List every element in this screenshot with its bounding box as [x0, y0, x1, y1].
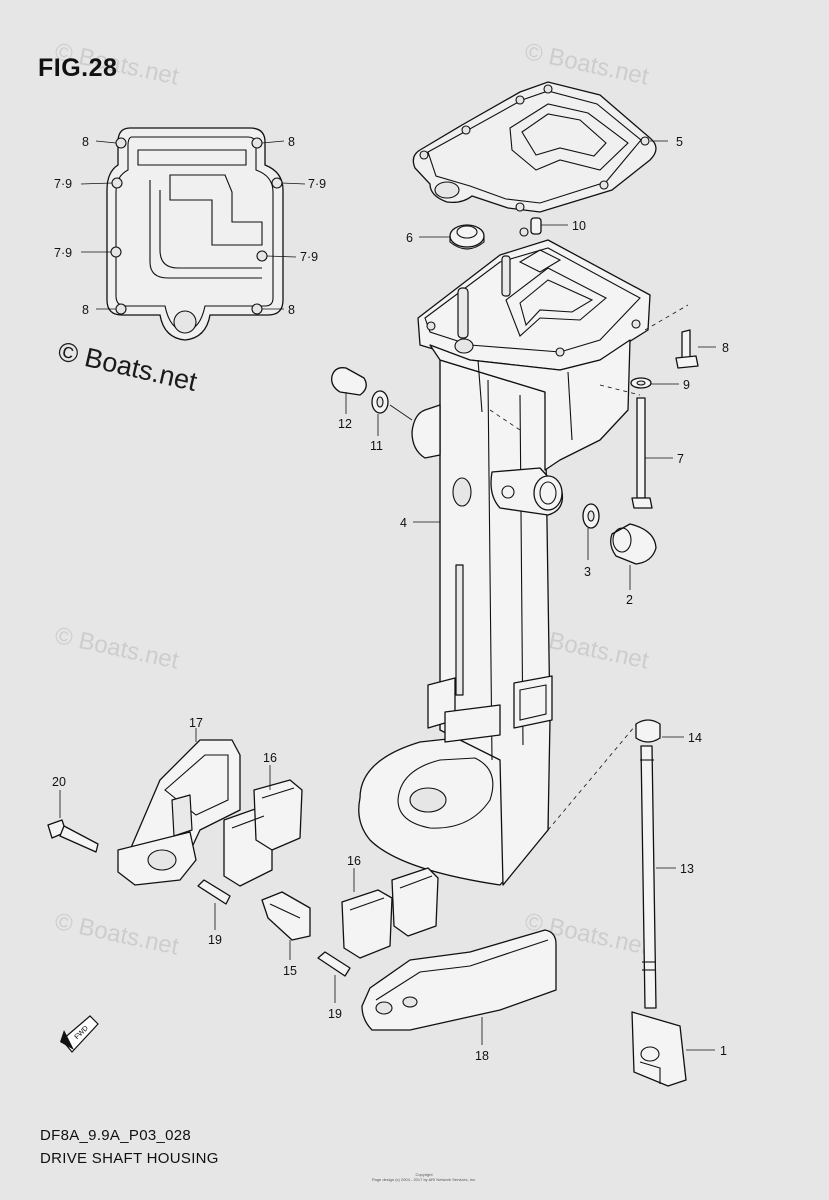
callout-8: 8	[82, 135, 89, 149]
section-name: DRIVE SHAFT HOUSING	[40, 1150, 219, 1167]
grommet-14	[635, 719, 684, 743]
callout-18: 18	[475, 1049, 489, 1063]
bracket-17	[117, 728, 241, 886]
plug-12	[331, 367, 367, 414]
drain-plug-2	[610, 523, 657, 590]
bolt-7	[631, 397, 673, 509]
callout-12: 12	[338, 417, 352, 431]
mount-rubber-16-lower	[341, 867, 439, 959]
washer-9	[630, 377, 679, 389]
gasket-detail-leaders	[80, 140, 306, 310]
callout-4: 4	[400, 516, 407, 530]
callout-8: 8	[288, 135, 295, 149]
copyright-line: Copyright	[415, 1172, 433, 1177]
callout-9: 9	[683, 378, 690, 392]
callout-2: 2	[626, 593, 633, 607]
callout-15: 15	[283, 964, 297, 978]
callout-7: 7	[677, 452, 684, 466]
water-tube-13	[640, 745, 676, 1009]
callout-19: 19	[208, 933, 222, 947]
callout-11: 11	[370, 439, 383, 453]
callout-13: 13	[680, 862, 694, 876]
oil-seal-6	[419, 224, 485, 250]
callout-labels: 8 8 7·9 7·9 7·9 7·9 8 8 5 6 10 8 9 7 12 …	[52, 135, 729, 1063]
seal-1	[631, 1011, 715, 1087]
mount-rubber-16-upper	[223, 765, 303, 887]
callout-14: 14	[688, 731, 702, 745]
callout-16: 16	[263, 751, 277, 765]
callout-10: 10	[572, 219, 586, 233]
dowel-pin-10	[530, 217, 568, 235]
gasket-11	[371, 390, 389, 436]
callout-8: 8	[288, 303, 295, 317]
callout-3: 3	[584, 565, 591, 579]
figure-title: FIG.28	[38, 54, 118, 82]
pin-19-left	[197, 879, 231, 930]
callout-7-9: 7·9	[54, 177, 72, 191]
gasket-5	[412, 81, 668, 213]
callout-7-9: 7·9	[308, 177, 326, 191]
callout-6: 6	[406, 231, 413, 245]
gasket-detail	[106, 127, 284, 341]
model-code: DF8A_9.9A_P03_028	[40, 1127, 192, 1144]
copyright-notice: Copyright Page design (c) 2004 - 2017 by…	[359, 1172, 489, 1182]
callout-19: 19	[328, 1007, 342, 1021]
bolt-8	[675, 329, 716, 369]
bolt-20	[47, 790, 99, 853]
callout-7-9: 7·9	[54, 246, 72, 260]
gasket-3	[582, 503, 600, 560]
callout-5: 5	[676, 135, 683, 149]
callout-20: 20	[52, 775, 66, 789]
copyright-line: Page design (c) 2004 - 2017 by ARI Netwo…	[371, 1177, 477, 1182]
drive-shaft-housing-4	[358, 227, 689, 886]
bracket-15	[261, 891, 311, 960]
fwd-arrow-icon: FWD	[60, 1015, 99, 1053]
callout-16: 16	[347, 854, 361, 868]
callout-7-9: 7·9	[300, 250, 318, 264]
callout-8: 8	[722, 341, 729, 355]
callout-17: 17	[189, 716, 203, 730]
pin-19-bottom	[317, 951, 351, 1003]
lower-mount-18	[361, 929, 557, 1045]
callout-1: 1	[720, 1044, 727, 1058]
callout-8: 8	[82, 303, 89, 317]
